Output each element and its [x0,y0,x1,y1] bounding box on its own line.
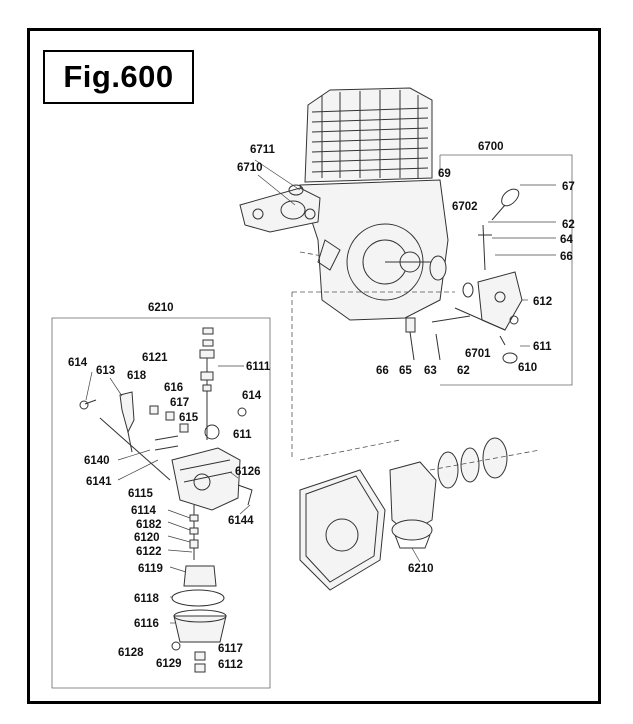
label-613: 613 [96,365,115,377]
label-6116: 6116 [134,618,159,630]
label-62-top: 62 [562,219,575,231]
label-614-right: 614 [242,390,262,402]
label-611-carb: 611 [233,429,252,441]
figure-title: Fig.600 [63,59,174,94]
label-6115: 6115 [128,488,154,500]
label-6140: 6140 [84,455,110,467]
label-615: 615 [179,412,199,424]
label-6702: 6702 [452,201,478,213]
label-6111: 6111 [246,361,271,373]
label-64: 64 [560,234,573,246]
label-6710: 6710 [237,162,263,174]
engine-illustration [239,87,449,321]
label-611-top: 611 [533,341,552,353]
label-614-left: 614 [68,357,88,369]
label-6112: 6112 [218,659,243,671]
label-69: 69 [438,168,451,180]
label-6128: 6128 [118,647,144,659]
label-67: 67 [562,181,575,193]
label-6120: 6120 [134,532,160,544]
label-6210-bottom: 6210 [408,563,434,575]
figure-title-box: Fig.600 [43,50,194,104]
label-6118: 6118 [134,593,160,605]
diagram-frame [27,28,601,704]
carburetor-exploded-box [51,317,271,689]
leader-lines [85,159,556,624]
label-6126: 6126 [235,466,261,478]
label-6701: 6701 [465,348,491,360]
label-66-top: 66 [560,251,573,263]
label-6119: 6119 [138,563,163,575]
label-6122: 6122 [136,546,162,558]
label-65: 65 [399,365,412,377]
label-6711: 6711 [250,144,276,156]
label-66-bottom: 66 [376,365,389,377]
label-62-bottom: 62 [457,365,470,377]
label-6129: 6129 [156,658,182,670]
label-616: 616 [164,382,183,394]
label-6210-top: 6210 [148,302,174,314]
label-63: 63 [424,365,437,377]
label-618: 618 [127,370,147,382]
label-6144: 6144 [228,515,254,527]
label-6114: 6114 [131,505,157,517]
label-6141: 6141 [86,476,112,488]
label-6182: 6182 [136,519,162,531]
governor-assembly-box [291,154,573,460]
label-6121: 6121 [142,352,168,364]
label-6700: 6700 [478,141,504,153]
label-6117: 6117 [218,643,243,655]
label-610: 610 [518,362,537,374]
label-612: 612 [533,296,552,308]
assembled-carburetor-illustration [299,437,541,591]
part-number-labels: 6711 6710 6700 69 67 6702 62 64 66 612 6… [68,141,575,671]
label-617: 617 [170,397,189,409]
